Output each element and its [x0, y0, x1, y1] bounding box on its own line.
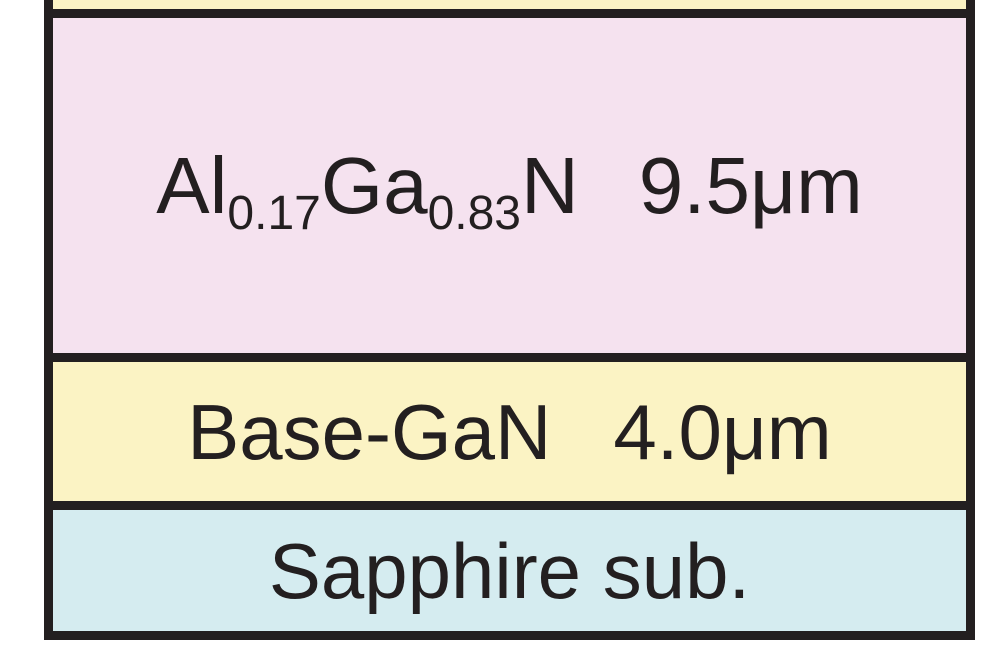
base-gan-layer: Base-GaN 4.0μm [44, 353, 975, 510]
algan-element-n: N [520, 140, 579, 230]
sapphire-substrate-label: Sapphire sub. [268, 526, 751, 615]
algan-element-al: Al [156, 140, 228, 230]
sapphire-substrate-layer: Sapphire sub. [44, 501, 975, 640]
algan-ga-fraction: 0.83 [427, 186, 521, 240]
algan-thickness: 9.5μm [638, 140, 863, 230]
base-gan-name: Base-GaN [187, 387, 552, 476]
algan-element-ga: Ga [320, 140, 428, 230]
algan-al-fraction: 0.17 [227, 186, 321, 240]
base-gan-thickness: 4.0μm [613, 387, 832, 476]
